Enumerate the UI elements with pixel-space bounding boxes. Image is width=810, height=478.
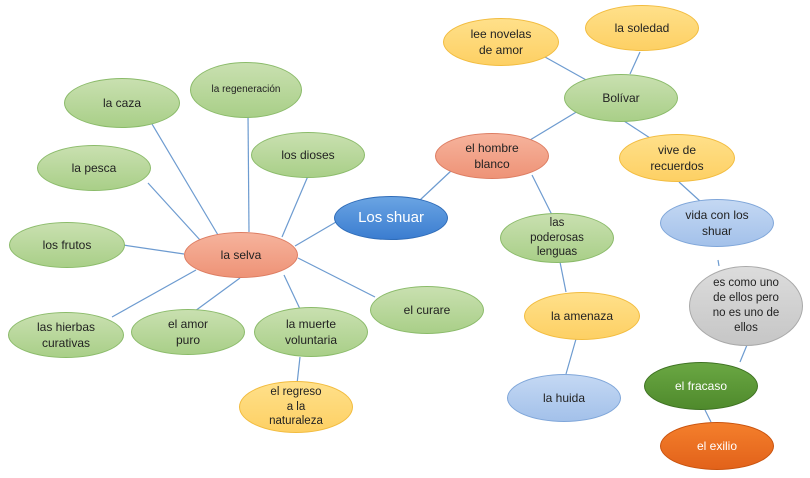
node-la-regeneracion[interactable]: la regeneración — [190, 62, 302, 118]
node-bolivar[interactable]: Bolívar — [564, 74, 678, 122]
connector-lenguas-amenaza — [559, 261, 567, 293]
node-lee-novelas-de-amor[interactable]: lee novelas de amor — [443, 18, 559, 66]
node-la-muerte-voluntaria[interactable]: la muerte voluntaria — [254, 307, 368, 357]
node-label: los dioses — [281, 147, 335, 162]
node-label: vida con los shuar — [685, 207, 749, 238]
node-label: los frutos — [42, 237, 92, 252]
connector-bolivar-recuerdos — [623, 120, 651, 139]
node-label: el regreso a la naturaleza — [269, 385, 323, 428]
connector-selva-curare — [297, 257, 376, 298]
node-el-amor-puro[interactable]: el amor puro — [131, 309, 245, 355]
connector-recuerdos-vida — [678, 181, 702, 203]
connector-vida-comouno — [717, 259, 720, 267]
node-label: la amenaza — [550, 308, 614, 323]
node-label: la caza — [102, 95, 142, 110]
connector-amenaza-huida — [565, 338, 577, 375]
node-el-regreso-a-la-naturaleza[interactable]: el regreso a la naturaleza — [239, 381, 353, 433]
node-la-pesca[interactable]: la pesca — [37, 145, 151, 191]
node-vive-de-recuerdos[interactable]: vive de recuerdos — [619, 134, 735, 182]
node-los-frutos[interactable]: los frutos — [9, 222, 125, 268]
connector-hombre-lenguas — [531, 174, 553, 216]
connector-selva-hierbas — [111, 269, 197, 318]
node-label: la selva — [220, 247, 262, 262]
node-label: la regeneración — [211, 84, 281, 96]
connector-selva-amor — [194, 277, 241, 312]
node-label: vive de recuerdos — [650, 142, 704, 173]
node-label: las hierbas curativas — [36, 319, 96, 350]
connector-hombre-bolivar — [529, 110, 579, 141]
connector-fracaso-exilio — [704, 409, 712, 423]
node-label: Bolívar — [602, 90, 640, 105]
node-el-hombre-blanco[interactable]: el hombre blanco — [435, 133, 549, 179]
node-las-hierbas-curativas[interactable]: las hierbas curativas — [8, 312, 124, 358]
connector-shuar-selva — [294, 221, 337, 247]
node-las-poderosas-lenguas[interactable]: las poderosas lenguas — [500, 213, 614, 263]
node-el-fracaso[interactable]: el fracaso — [644, 362, 758, 410]
node-label: Los shuar — [358, 208, 424, 226]
connector-selva-dioses — [281, 175, 309, 238]
node-la-soledad[interactable]: la soledad — [585, 5, 699, 51]
node-label: es como uno de ellos pero no es uno de e… — [712, 277, 780, 334]
node-label: el amor puro — [167, 316, 208, 347]
connector-selva-muerte — [283, 274, 301, 310]
connector-bolivar-novelas — [544, 56, 589, 82]
node-el-exilio[interactable]: el exilio — [660, 422, 774, 470]
node-label: la muerte voluntaria — [284, 316, 338, 347]
node-label: la soledad — [614, 20, 670, 35]
node-label: el exilio — [696, 438, 738, 453]
connector-shuar-hombre — [419, 169, 453, 201]
node-la-caza[interactable]: la caza — [64, 78, 180, 128]
node-la-huida[interactable]: la huida — [507, 374, 621, 422]
connector-selva-pesca — [147, 182, 201, 241]
connector-selva-frutos — [122, 244, 185, 255]
node-label: la pesca — [71, 160, 117, 175]
node-es-como-uno-de-ellos[interactable]: es como uno de ellos pero no es uno de e… — [689, 266, 803, 346]
node-vida-con-los-shuar[interactable]: vida con los shuar — [660, 199, 774, 247]
node-label: lee novelas de amor — [470, 26, 532, 57]
connector-muerte-regreso — [296, 356, 301, 385]
node-label: la huida — [542, 390, 586, 405]
connector-bolivar-soledad — [629, 51, 641, 75]
node-la-amenaza[interactable]: la amenaza — [524, 292, 640, 340]
node-label: el hombre blanco — [465, 140, 519, 171]
node-label: el fracaso — [674, 378, 728, 393]
node-label: el curare — [403, 302, 451, 317]
connector-selva-caza — [151, 123, 219, 236]
node-label: las poderosas lenguas — [530, 216, 584, 259]
node-los-shuar[interactable]: Los shuar — [334, 196, 448, 240]
node-la-selva[interactable]: la selva — [184, 232, 298, 278]
connector-selva-regeneracion — [247, 113, 250, 233]
node-el-curare[interactable]: el curare — [370, 286, 484, 334]
node-los-dioses[interactable]: los dioses — [251, 132, 365, 178]
connector-comouno-fracaso — [739, 344, 748, 363]
